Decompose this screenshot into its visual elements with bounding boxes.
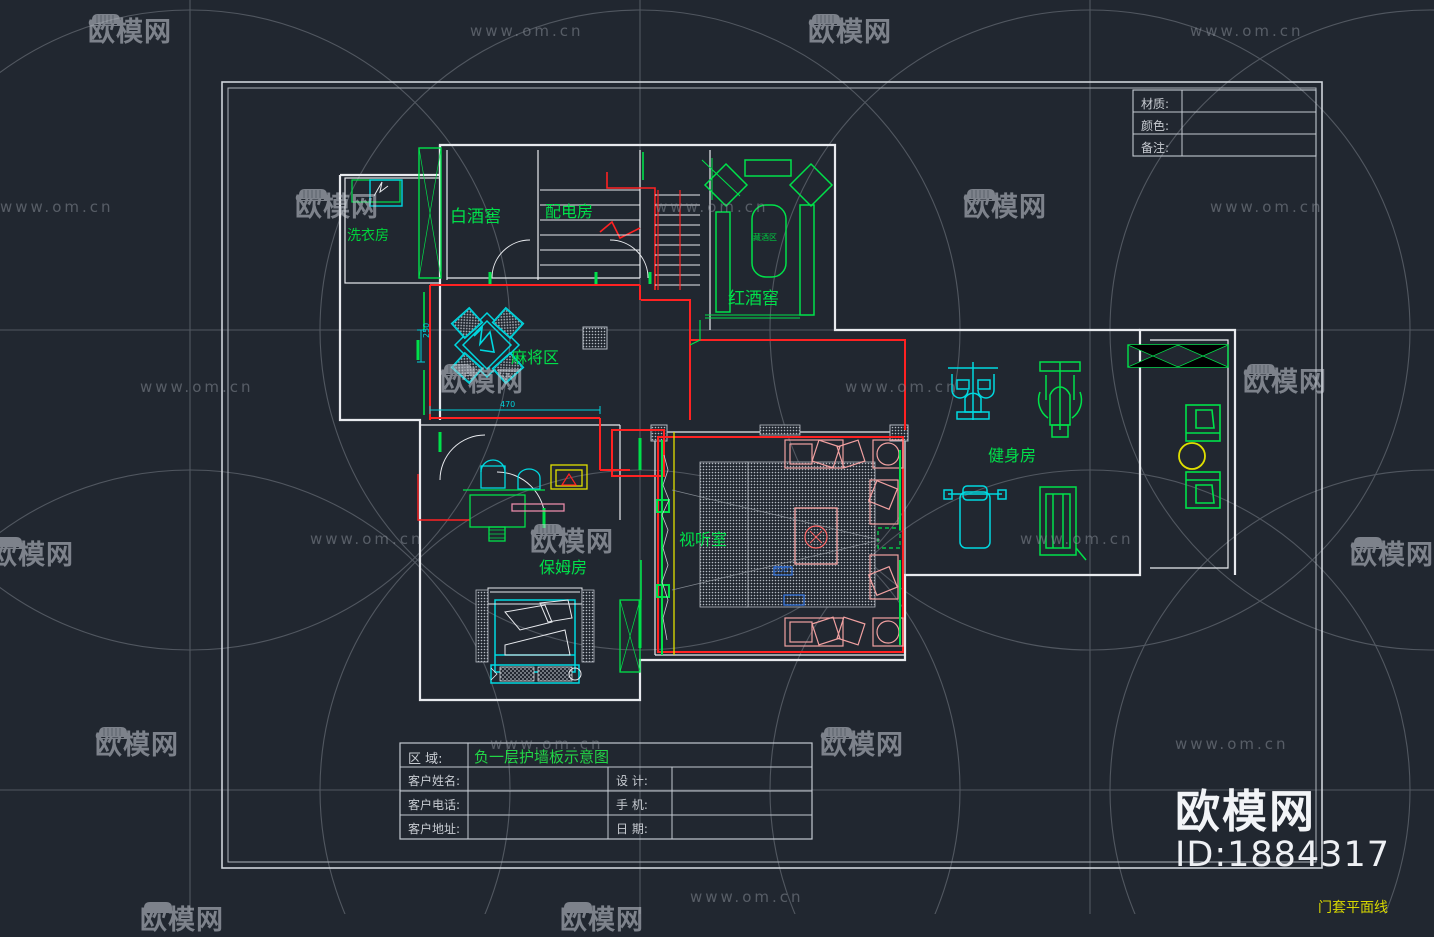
title-block-grid (399, 742, 813, 840)
door-leafs (416, 272, 652, 648)
background-arcs (0, 0, 1434, 914)
structural-columns (582, 326, 909, 442)
lounge-seating (1178, 404, 1221, 509)
sheet-frame (221, 81, 1323, 869)
maid-room-furniture (463, 459, 595, 684)
gym-equipment (943, 361, 1087, 561)
spec-table (1132, 89, 1317, 157)
mahjong-table (450, 306, 525, 385)
wall-inner-lines (344, 150, 1229, 656)
dimension-lines (417, 329, 601, 414)
wall-panel-outline-red (417, 172, 906, 653)
staircase (540, 189, 700, 290)
laundry-fixtures (351, 179, 403, 207)
building-envelope (338, 143, 1237, 702)
plan-drawing (0, 0, 1434, 914)
wine-cellar-furniture (689, 158, 834, 346)
home-theater-furniture (656, 432, 904, 655)
green-wall-strips (423, 152, 644, 600)
